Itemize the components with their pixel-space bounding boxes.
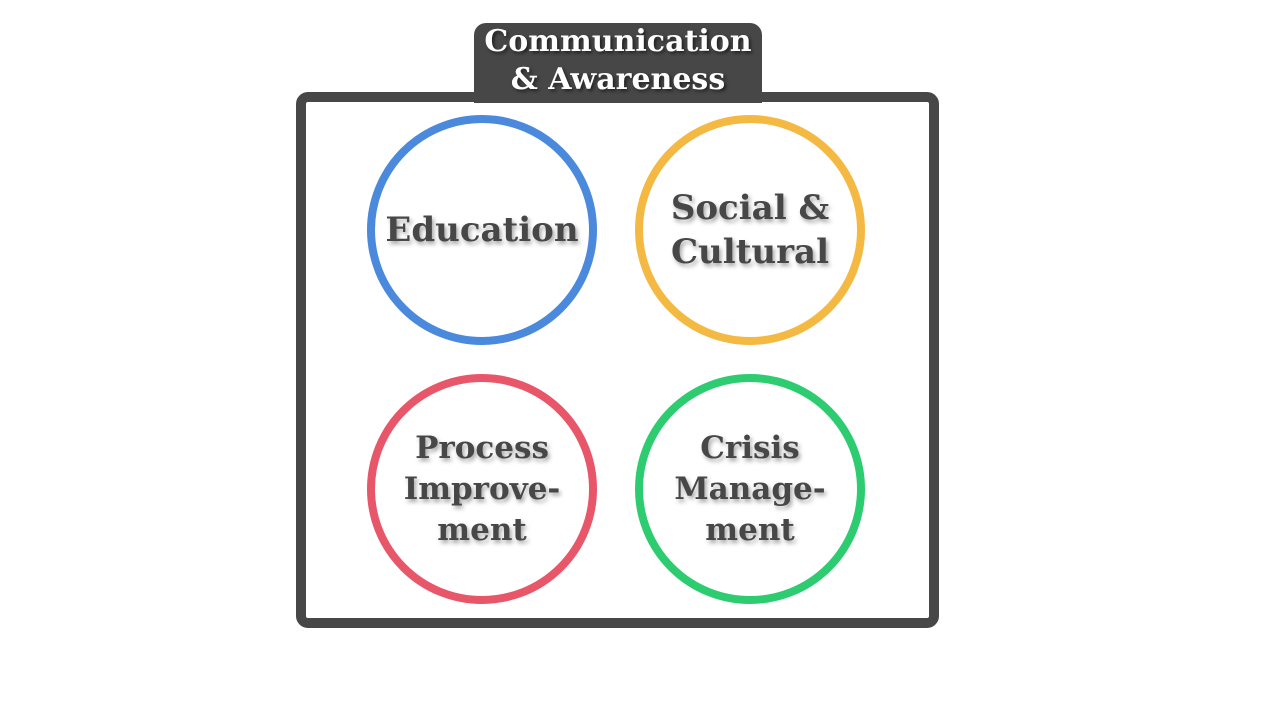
circle-label-education: Education (385, 208, 578, 252)
circle-label-crisis-management: Crisis Manage- ment (674, 428, 825, 551)
circle-education: Education (367, 115, 597, 345)
circle-label-line: ment (437, 511, 527, 548)
circle-process-improvement: Process Improve- ment (367, 374, 597, 604)
circle-label-line: ment (705, 511, 795, 548)
diagram-title-line-2: & Awareness (510, 62, 726, 97)
circle-label-line: Improve- (403, 470, 561, 507)
circle-label-line: Education (385, 210, 579, 250)
circle-label-line: Cultural (671, 232, 829, 272)
circle-label-process-improvement: Process Improve- ment (404, 428, 561, 551)
circle-label-line: Manage- (674, 470, 826, 507)
circle-label-line: Crisis (700, 429, 800, 466)
circle-crisis-management: Crisis Manage- ment (635, 374, 865, 604)
diagram-title-line-1: Communication (484, 24, 752, 59)
circle-label-line: Social & (670, 188, 830, 228)
diagram-title: Communication & Awareness (474, 23, 762, 103)
circle-social-cultural: Social & Cultural (635, 115, 865, 345)
circle-label-line: Process (415, 429, 549, 466)
circle-label-social-cultural: Social & Cultural (671, 186, 829, 274)
